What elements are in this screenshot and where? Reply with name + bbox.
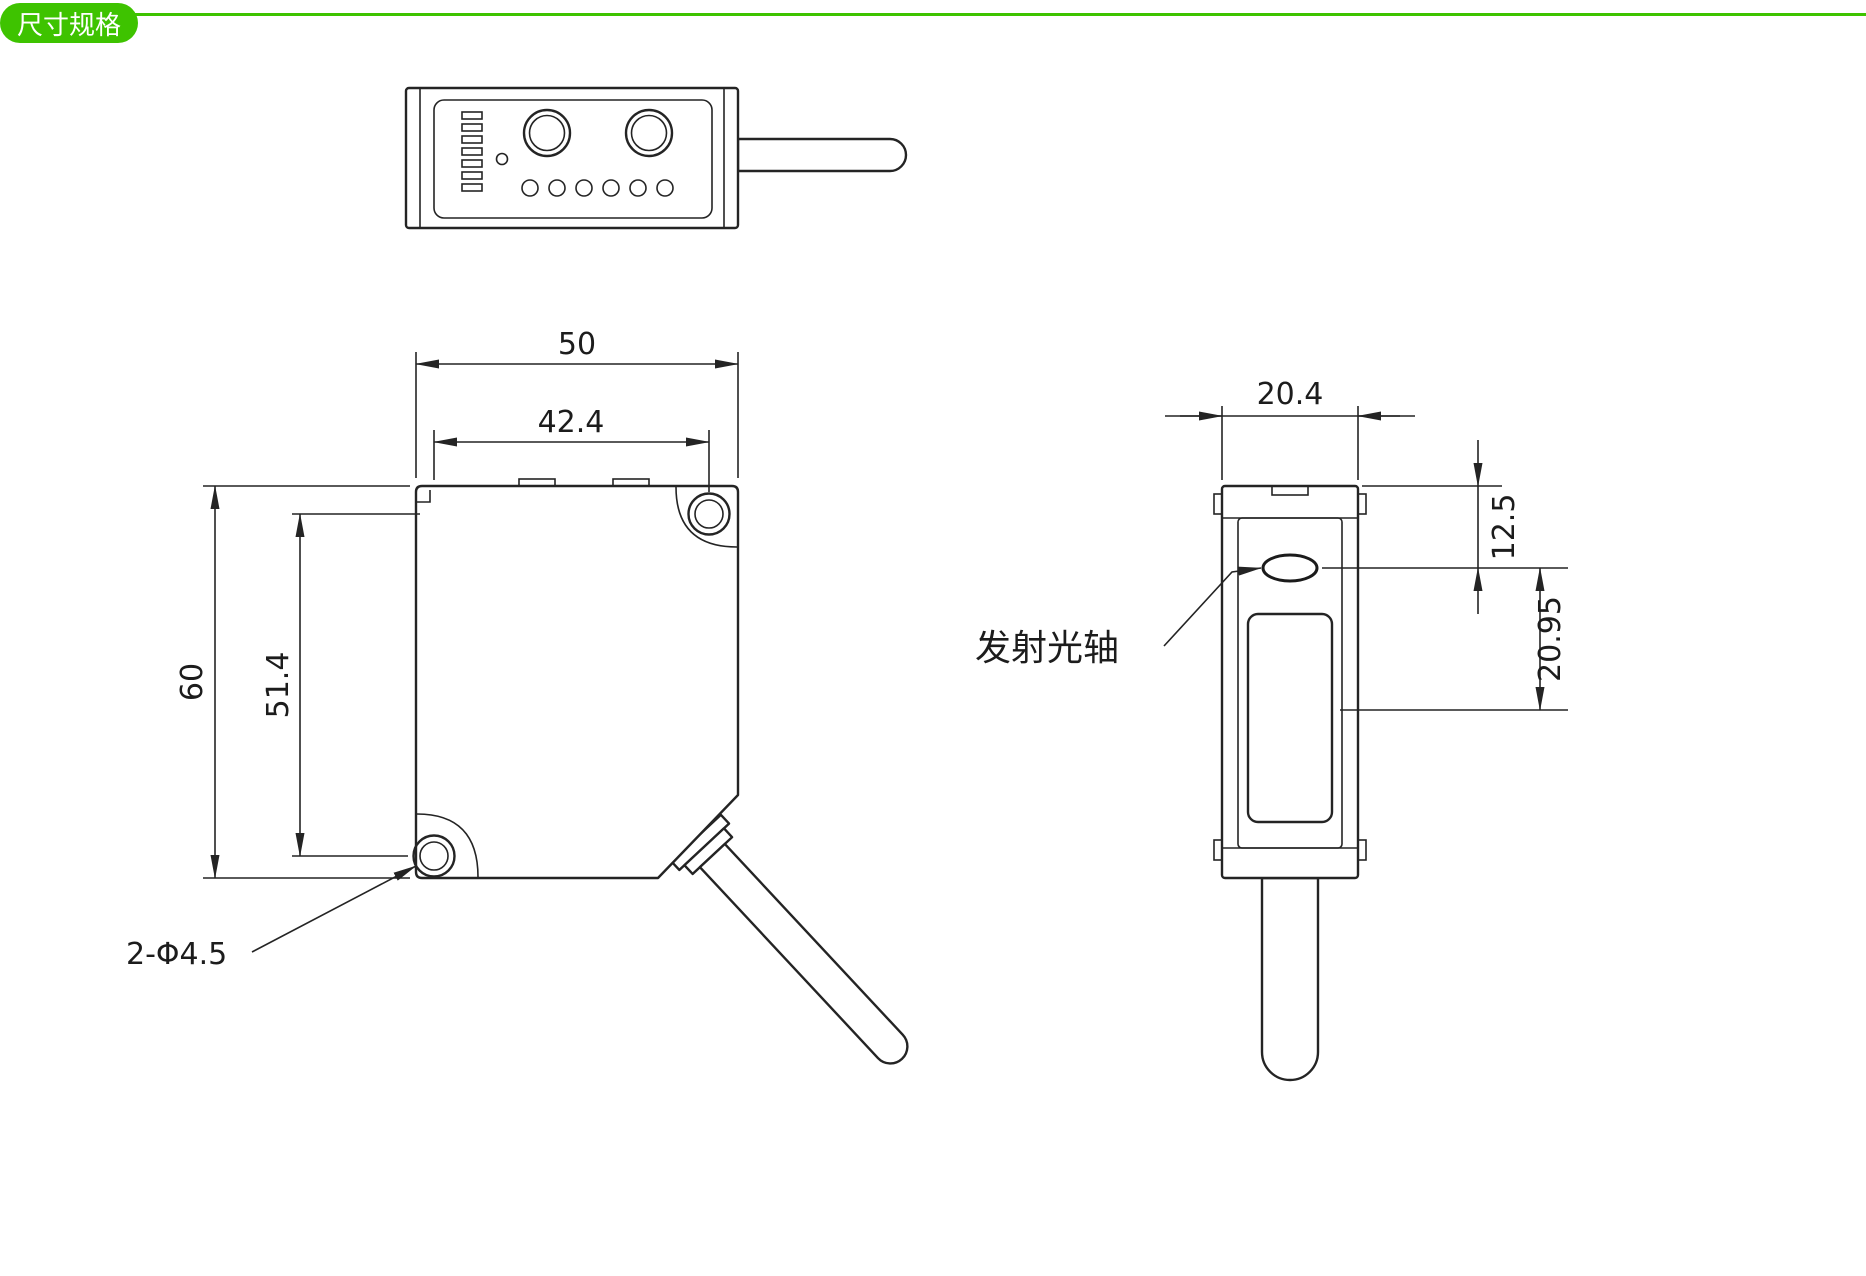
side-view-cable (1260, 876, 1320, 1082)
lens-2-inner (630, 114, 668, 152)
receiver-window (1246, 612, 1334, 824)
mounting-hole-bottom-left-outer (412, 834, 456, 878)
top-view-body (404, 86, 740, 230)
top-left-step (416, 490, 431, 503)
cable-body (698, 842, 909, 1065)
top-view-face-panel (433, 99, 713, 219)
front-view (412, 478, 909, 1065)
top-view (404, 86, 908, 230)
emitter-axis-label: 发射光轴 (975, 628, 1119, 669)
mounting-hole-top-right-outer (687, 492, 731, 536)
front-view-cable (669, 813, 909, 1065)
status-led (495, 152, 509, 166)
side-top-notch (1271, 485, 1309, 496)
front-view-body (414, 484, 740, 880)
section-badge-label: 尺寸规格 (16, 10, 121, 41)
dim-overall-width: 50 (558, 327, 596, 362)
dim-axis-offset: 12.5 (1487, 494, 1522, 561)
mounting-hole-top-right-inner (694, 499, 724, 529)
lens-2-outer (624, 108, 674, 158)
dim-hole-spacing-y: 51.4 (261, 652, 296, 719)
section-badge: 尺寸规格 (0, 3, 138, 43)
dim-hole-spacing-x: 42.4 (538, 405, 605, 440)
mounting-hole-bottom-left-inner (419, 841, 449, 871)
top-view-cable (736, 137, 908, 173)
hole-pad-top-right (675, 486, 738, 548)
front-view-dimensions: 50 42.4 60 51.4 2-Φ4.5 (126, 327, 739, 972)
lens-1-outer (522, 108, 572, 158)
side-face-plate (1237, 517, 1343, 849)
hole-leader-line (251, 865, 417, 953)
led-bar-display (461, 111, 483, 192)
hole-pad-bottom-left (416, 813, 479, 878)
header-accent-line (110, 13, 1866, 16)
indicator-button-row (521, 179, 674, 197)
mounting-hole-label: 2-Φ4.5 (126, 937, 227, 972)
lens-1-inner (528, 114, 566, 152)
dim-overall-height: 60 (175, 663, 210, 701)
dim-side-width: 20.4 (1257, 377, 1324, 412)
emitter-lens (1261, 553, 1319, 583)
dim-axis-to-window: 20.95 (1533, 596, 1568, 682)
emitter-axis-leader (1163, 566, 1262, 647)
side-view (1213, 484, 1367, 1082)
side-view-body (1220, 484, 1360, 880)
side-view-dimensions: 20.4 12.5 20.95 发射光轴 (975, 377, 1568, 711)
